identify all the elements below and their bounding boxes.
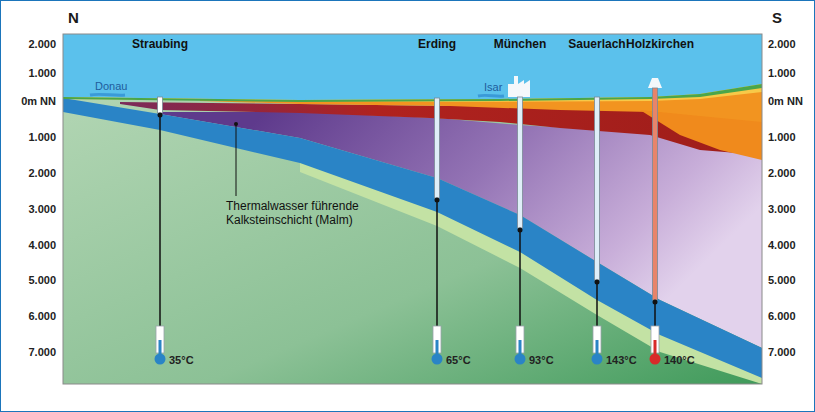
depth-label: 1.000 — [768, 67, 796, 80]
depth-label: 3.000 — [28, 203, 56, 216]
city-label: Erding — [418, 38, 456, 52]
depth-label: 4.000 — [768, 239, 796, 252]
depth-label: 1.000 — [768, 131, 796, 144]
borehole-line — [436, 198, 438, 326]
compass-label: S — [772, 9, 782, 26]
depth-label: 1.000 — [28, 131, 56, 144]
temperature-label: 65°C — [446, 354, 471, 367]
temperature-label: 35°C — [169, 354, 194, 367]
depth-label: 6.000 — [768, 310, 796, 323]
thermometer-fill — [159, 340, 162, 354]
temperature-label: 93°C — [529, 354, 554, 367]
thermometer-tube — [516, 326, 524, 353]
borehole-end — [653, 300, 658, 305]
borehole-end — [595, 280, 600, 285]
temperature-label: 143°C — [606, 354, 637, 367]
borehole-line — [596, 280, 598, 326]
depth-label: 3.000 — [768, 203, 796, 216]
thermometer-fill — [519, 340, 522, 354]
temperature-label: 140°C — [664, 354, 695, 367]
depth-label: 5.000 — [768, 274, 796, 287]
thermometer-fill — [654, 340, 657, 354]
thermometer-tube — [593, 326, 601, 353]
borehole-end — [435, 198, 440, 203]
thermometer-tube — [433, 326, 441, 353]
layer-label: Thermalwasser führende Kalksteinschicht … — [226, 200, 376, 228]
borehole-casing — [518, 97, 523, 228]
borehole-casing — [595, 97, 600, 280]
depth-label: 5.000 — [28, 274, 56, 287]
thermometer-bulb — [155, 354, 166, 365]
depth-label: 2.000 — [28, 167, 56, 180]
borehole-line — [519, 228, 521, 326]
depth-label: 7.000 — [28, 346, 56, 359]
thermometer-bulb — [515, 354, 526, 365]
city-label: Sauerlach — [568, 38, 625, 52]
depth-label: 0m NN — [21, 95, 56, 108]
depth-label: 2.000 — [28, 38, 56, 51]
borehole-casing — [435, 98, 440, 198]
borehole-casing — [158, 97, 163, 113]
thermometer-tube — [651, 326, 659, 353]
depth-label: 2.000 — [768, 167, 796, 180]
city-label: Straubing — [132, 38, 188, 52]
city-label: München — [494, 38, 547, 52]
river-label: Isar — [484, 81, 502, 94]
river-label: Donau — [95, 80, 127, 93]
thermometer-bulb — [650, 354, 661, 365]
depth-label: 6.000 — [28, 310, 56, 323]
borehole-casing — [653, 88, 658, 300]
borehole-end — [158, 113, 163, 118]
compass-label: N — [68, 9, 79, 26]
depth-label: 4.000 — [28, 239, 56, 252]
thermometer-bulb — [592, 354, 603, 365]
thermometer-fill — [436, 340, 439, 354]
borehole-end — [518, 228, 523, 233]
thermometer-bulb — [432, 354, 443, 365]
depth-label: 0m NN — [768, 95, 803, 108]
depth-label: 1.000 — [28, 67, 56, 80]
thermometer-fill — [596, 340, 599, 354]
city-label: Holzkirchen — [626, 38, 694, 52]
depth-label: 2.000 — [768, 38, 796, 51]
borehole-line — [159, 113, 161, 326]
thermometer-tube — [156, 326, 164, 353]
depth-label: 7.000 — [768, 346, 796, 359]
